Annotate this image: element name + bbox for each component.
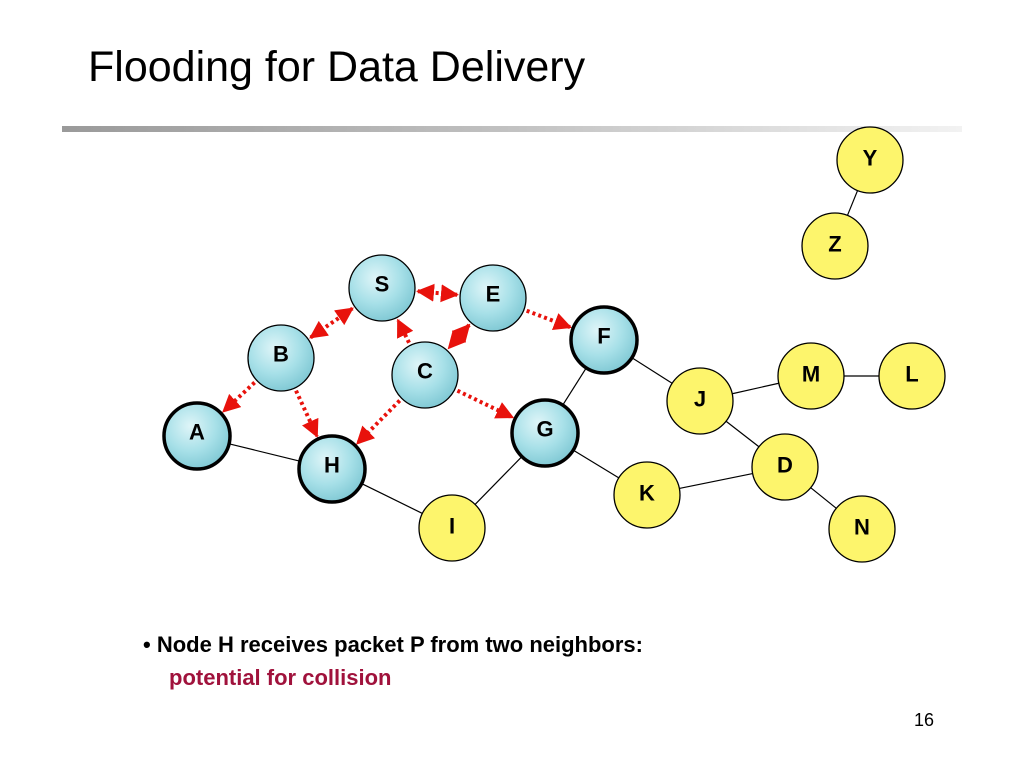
node-label-s: S (375, 272, 390, 297)
node-label-n: N (854, 515, 870, 540)
node-circle-n (828, 495, 896, 563)
node-label-i: I (449, 514, 455, 539)
node-y: Y (836, 126, 904, 194)
flood-arrow-e-s (416, 283, 459, 303)
link-y-z (846, 190, 859, 216)
link-g-k (572, 449, 620, 479)
link-j-d (725, 420, 760, 448)
node-n: N (828, 495, 896, 563)
node-f: F (569, 305, 639, 375)
node-a: A (162, 401, 232, 471)
collision-note: • Node H receives packet P from two neig… (143, 628, 643, 694)
slide-title: Flooding for Data Delivery (88, 43, 586, 91)
flood-arrow-b-h (294, 389, 319, 438)
link-a-h (228, 443, 301, 462)
node-i: I (418, 494, 486, 562)
node-label-b: B (273, 342, 289, 367)
link-f-j (631, 357, 673, 384)
note-line-1: Node H receives packet P from two neighb… (156, 632, 643, 657)
node-circle-i (418, 494, 486, 562)
node-label-j: J (694, 387, 706, 412)
flood-arrow-c-g (456, 388, 515, 420)
node-circle-k (613, 461, 681, 529)
flood-arrow-e-c (447, 323, 471, 350)
node-label-k: K (639, 481, 655, 506)
flood-arrow-e-f (525, 308, 573, 330)
link-k-d (679, 472, 753, 490)
node-label-m: M (802, 362, 820, 387)
title-divider (62, 126, 962, 132)
flood-arrow-b-a (222, 381, 256, 413)
node-circle-s (348, 254, 416, 322)
node-label-d: D (777, 453, 793, 478)
link-g-f (562, 367, 587, 406)
node-h: H (297, 434, 367, 504)
node-circle-d (751, 433, 819, 501)
page-number: 16 (914, 710, 935, 730)
link-j-m (732, 382, 779, 395)
node-label-z: Z (828, 232, 841, 257)
node-circle-b (247, 324, 315, 392)
node-m: M (777, 342, 845, 410)
node-label-g: G (536, 417, 553, 442)
node-b: B (247, 324, 315, 392)
node-circle-e (459, 264, 527, 332)
node-z: Z (801, 212, 869, 280)
node-circle-m (777, 342, 845, 410)
flood-arrow-c-h (355, 399, 402, 445)
node-j: J (666, 367, 734, 435)
node-l: L (878, 342, 946, 410)
node-circle-g (510, 398, 580, 468)
node-label-e: E (486, 282, 501, 307)
node-k: K (613, 461, 681, 529)
node-label-c: C (417, 359, 433, 384)
bullet-marker: • (143, 632, 151, 657)
node-s: S (348, 254, 416, 322)
flood-arrow-b-s (309, 306, 354, 340)
node-g: G (510, 398, 580, 468)
node-label-h: H (324, 453, 340, 478)
node-c: C (391, 341, 459, 409)
node-circle-j (666, 367, 734, 435)
node-circle-h (297, 434, 367, 504)
node-e: E (459, 264, 527, 332)
node-circle-c (391, 341, 459, 409)
node-circle-f (569, 305, 639, 375)
link-h-i (361, 483, 423, 514)
link-d-n (810, 487, 837, 509)
flood-arrow-c-s (396, 318, 414, 344)
node-circle-a (162, 401, 232, 471)
node-circle-z (801, 212, 869, 280)
node-label-y: Y (863, 146, 878, 171)
node-circle-y (836, 126, 904, 194)
note-line-2: potential for collision (169, 665, 392, 690)
link-i-g (474, 456, 523, 505)
node-d: D (751, 433, 819, 501)
node-circle-l (878, 342, 946, 410)
node-label-a: A (189, 420, 205, 445)
node-label-l: L (905, 362, 918, 387)
node-label-f: F (597, 324, 610, 349)
